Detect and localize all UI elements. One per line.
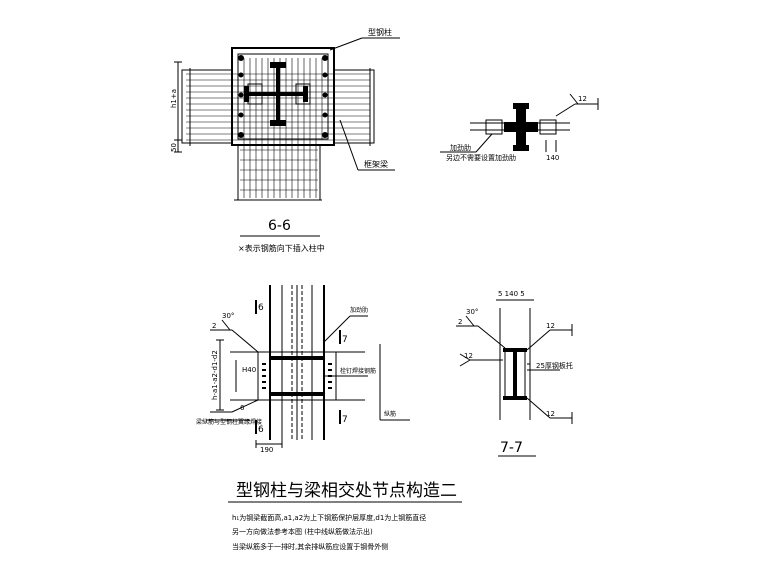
label-plate: 25厚钢板托 [536, 361, 573, 370]
section-6-note: ×表示钢筋向下插入柱中 [238, 243, 325, 253]
note-3: 当梁纵筋多于一排时,其余排纵筋应设置于钢骨外侧 [232, 542, 388, 551]
angle-30-7: 30° [466, 308, 478, 316]
label-frame-beam: 框架梁 [364, 159, 388, 169]
steel-cross [244, 62, 311, 126]
label-bar: 纵筋 [384, 410, 396, 418]
note-1: h₁为钢梁截面高,a1,a2为上下钢筋保护层厚度,d1为上钢筋直径 [232, 513, 426, 522]
dim-50: 50 [170, 143, 178, 152]
section-6-label: 6-6 [268, 218, 291, 234]
drawing-title: 型钢柱与梁相交处节点构造二 [236, 481, 457, 501]
dim-bottom-elev: 190 [260, 446, 273, 454]
weld-12-c: 12 [546, 410, 555, 418]
section-7-7 [456, 299, 573, 457]
elevation-view [206, 285, 410, 448]
mark-6-top: 6 [258, 303, 264, 313]
section-6-6 [174, 37, 400, 237]
weld-12-b: 12 [464, 352, 473, 360]
mark-7-bottom: 7 [342, 415, 348, 425]
section-7-label: 7-7 [500, 440, 523, 456]
label-steel-column: 型钢柱 [368, 27, 392, 37]
note-2: 另一方向做法参考本图 (柱中线纵筋做法示出) [232, 527, 373, 536]
dim-top-7: 5 140 5 [498, 290, 525, 298]
detail-label-a: 加劲肋 [450, 143, 471, 152]
label-stiffener: 加劲肋 [350, 306, 368, 314]
detail-small [440, 93, 599, 153]
dim-vertical-6: h1+a [170, 89, 178, 108]
detail-label-b: 另边不需要设置加劲肋 [446, 153, 516, 162]
detail-weld-12: 12 [578, 95, 587, 103]
weld-12-a: 12 [546, 322, 555, 330]
dim-h40: H40 [242, 366, 256, 374]
mark-7-top: 7 [342, 335, 348, 345]
label-beam-bar: 梁纵筋与型钢柱翼缘焊接 [196, 418, 262, 426]
dim-vertical-elev: h-a1-a2-d1-d2 [211, 350, 219, 400]
weld-2-7: 2 [458, 318, 462, 326]
detail-dim: 140 [546, 154, 559, 162]
label-stud: 栓钉焊接钢筋 [340, 367, 376, 375]
mark-6-bottom: 6 [258, 425, 264, 435]
beam-right [333, 69, 375, 144]
weld-6-elev: 6 [240, 404, 245, 412]
angle-30-elev: 30° [222, 312, 234, 320]
corner-bars [238, 55, 328, 138]
weld-2-elev: 2 [212, 322, 216, 330]
beam-left [181, 69, 233, 144]
